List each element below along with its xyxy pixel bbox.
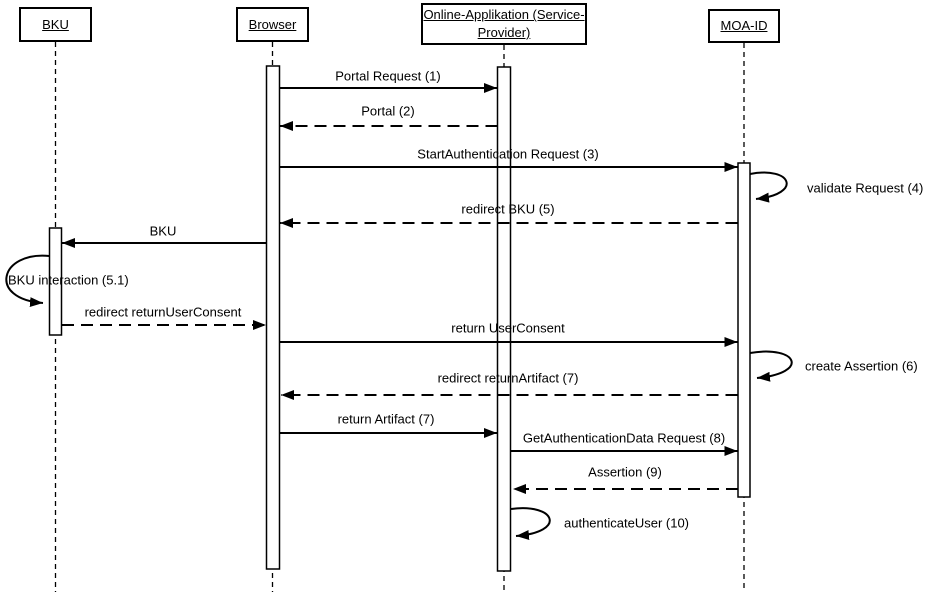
actor-label-online-applikation-line1: Online-Applikation (Service- <box>423 7 585 23</box>
message-label-portal: Portal (2) <box>361 103 415 119</box>
actor-label-bku: BKU <box>42 16 69 32</box>
message-label-bku-interaction: BKU interaction (5.1) <box>8 272 129 288</box>
actor-box-browser: Browser <box>236 7 309 42</box>
message-label-get-authentication-data-request: GetAuthenticationData Request (8) <box>522 430 726 446</box>
message-label-portal-request: Portal Request (1) <box>335 68 441 84</box>
message-label-redirect-return-artifact: redirect returnArtifact (7) <box>437 370 579 386</box>
message-label-authenticate-user: authenticateUser (10) <box>564 515 690 531</box>
message-label-return-artifact: return Artifact (7) <box>337 411 435 427</box>
activation-bar-browser <box>265 65 281 570</box>
message-label-create-assertion: create Assertion (6) <box>805 358 918 374</box>
self-arrow-create-assertion <box>749 350 793 382</box>
activation-bar-bku <box>48 227 63 336</box>
activation-bar-online-applikation <box>496 66 512 572</box>
self-arrow-bku-interaction <box>5 254 50 308</box>
message-label-bku: BKU <box>149 223 177 239</box>
actor-box-bku: BKU <box>19 7 92 42</box>
message-label-redirect-return-user-consent: redirect returnUserConsent <box>84 304 242 320</box>
self-arrow-authenticate-user <box>510 507 551 540</box>
self-arrow-validate-request <box>749 171 788 203</box>
message-label-validate-request: validate Request (4) <box>807 180 924 196</box>
actor-label-moa-id: MOA-ID <box>720 18 768 34</box>
message-label-return-user-consent: return UserConsent <box>451 320 565 336</box>
actor-box-online-applikation: Online-Applikation (Service- Provider) <box>421 3 587 45</box>
actor-label-online-applikation-line2: Provider) <box>477 25 531 40</box>
activation-bar-moa-id <box>737 162 751 498</box>
message-label-assertion: Assertion (9) <box>588 464 662 480</box>
message-label-start-authentication-request: StartAuthentication Request (3) <box>417 146 599 162</box>
message-label-redirect-bku: redirect BKU (5) <box>461 201 555 217</box>
actor-label-browser: Browser <box>248 16 297 32</box>
actor-box-moa-id: MOA-ID <box>708 9 780 43</box>
